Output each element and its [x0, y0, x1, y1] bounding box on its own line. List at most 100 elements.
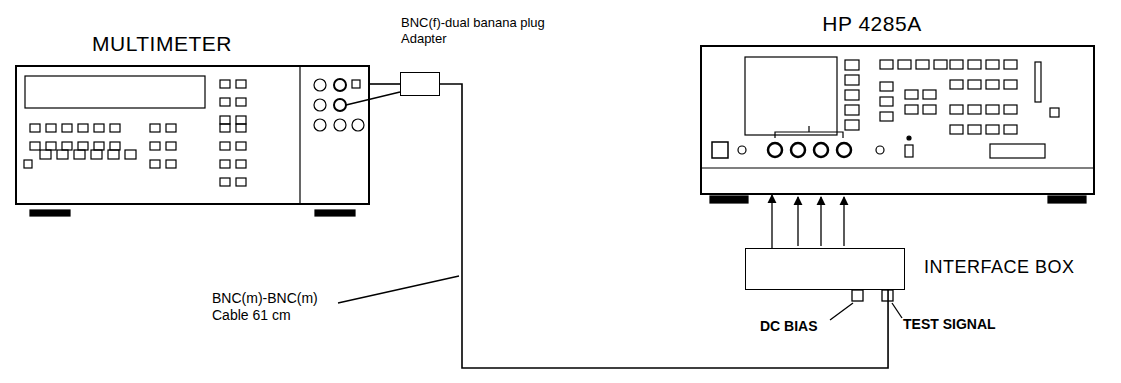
panel-line: [700, 167, 1095, 168]
button: [880, 112, 893, 121]
button: [950, 80, 963, 89]
button-grid: [845, 60, 1059, 134]
button: [40, 150, 51, 159]
button: [108, 150, 119, 159]
button: [110, 124, 120, 132]
led-column: [1035, 62, 1041, 102]
button: [220, 116, 230, 124]
port-bracket: [775, 126, 843, 138]
softkey: [845, 90, 859, 100]
button: [30, 124, 40, 132]
button: [968, 80, 981, 89]
signal-arrows: [798, 197, 844, 246]
port-label: DC BIAS: [760, 318, 840, 335]
button: [950, 105, 963, 114]
power-button: [712, 142, 728, 158]
terminals: [314, 79, 364, 131]
switch: [905, 145, 913, 157]
button: [220, 80, 230, 88]
node-heading: HP 4285A: [772, 11, 972, 36]
button: [986, 125, 999, 134]
port-label: TEST SIGNAL: [903, 316, 1023, 333]
button: [220, 178, 230, 186]
button: [986, 80, 999, 89]
button: [166, 160, 176, 168]
button: [150, 124, 160, 132]
button: [94, 124, 104, 132]
button: [125, 150, 136, 159]
node-heading: INTERFACE BOX: [924, 257, 1094, 279]
button: [166, 142, 176, 150]
button: [968, 60, 981, 69]
power-switch: [24, 160, 32, 168]
button: [236, 80, 246, 88]
button: [74, 150, 85, 159]
dc-bias-port: [852, 290, 863, 301]
cable: [370, 83, 400, 85]
button: [236, 98, 246, 106]
button: [46, 124, 56, 132]
signal-arrow: [771, 195, 772, 248]
indicator: [738, 146, 746, 154]
softkey: [845, 105, 859, 115]
button: [220, 124, 230, 132]
button: [905, 105, 918, 114]
button: [62, 142, 72, 150]
softkey: [845, 120, 859, 130]
button: [968, 125, 981, 134]
leader-line: [338, 276, 459, 303]
button: [950, 60, 963, 69]
button: [220, 98, 230, 106]
foot: [1048, 196, 1086, 203]
interface-ports: [338, 276, 902, 320]
button: [236, 160, 246, 168]
hp4285a-front: [700, 57, 1095, 203]
multimeter-front: [24, 67, 400, 216]
interface-box: INTERFACE BOX: [745, 248, 905, 290]
button: [934, 60, 947, 69]
leader-line: [892, 303, 902, 318]
button: [236, 124, 246, 132]
button: [986, 60, 999, 69]
button: [1050, 108, 1059, 117]
disk-drive: [990, 144, 1045, 158]
button: [236, 142, 246, 150]
button: [1004, 60, 1017, 69]
foot: [710, 196, 748, 203]
display: [25, 76, 205, 108]
indicator: [876, 146, 884, 154]
button: [1004, 80, 1017, 89]
button: [923, 105, 936, 114]
button: [880, 60, 893, 69]
button: [150, 142, 160, 150]
button: [1004, 125, 1017, 134]
panel-divider: [299, 67, 300, 203]
node-heading: MULTIMETER: [62, 31, 262, 56]
button: [46, 142, 56, 150]
button: [57, 150, 68, 159]
screen: [745, 57, 837, 135]
button: [923, 90, 936, 99]
softkey: [845, 75, 859, 85]
softkey: [845, 60, 859, 70]
button-grid: [30, 80, 246, 186]
button: [898, 60, 911, 69]
button: [110, 142, 120, 150]
button: [78, 124, 88, 132]
button: [1004, 105, 1017, 114]
lcr-meter-housing: HP 4285A: [700, 45, 1095, 195]
button: [62, 124, 72, 132]
button: [166, 124, 176, 132]
button: [220, 160, 230, 168]
banana-wire: [346, 92, 400, 105]
button: [150, 160, 160, 168]
cable: [440, 84, 888, 368]
button: [220, 142, 230, 150]
button: [986, 105, 999, 114]
button: [78, 142, 88, 150]
cable-label: BNC(m)-BNC(m) Cable 61 cm: [212, 290, 337, 324]
button: [950, 125, 963, 134]
button: [30, 142, 40, 150]
multimeter-housing: MULTIMETER: [15, 65, 370, 205]
button: [880, 97, 893, 106]
